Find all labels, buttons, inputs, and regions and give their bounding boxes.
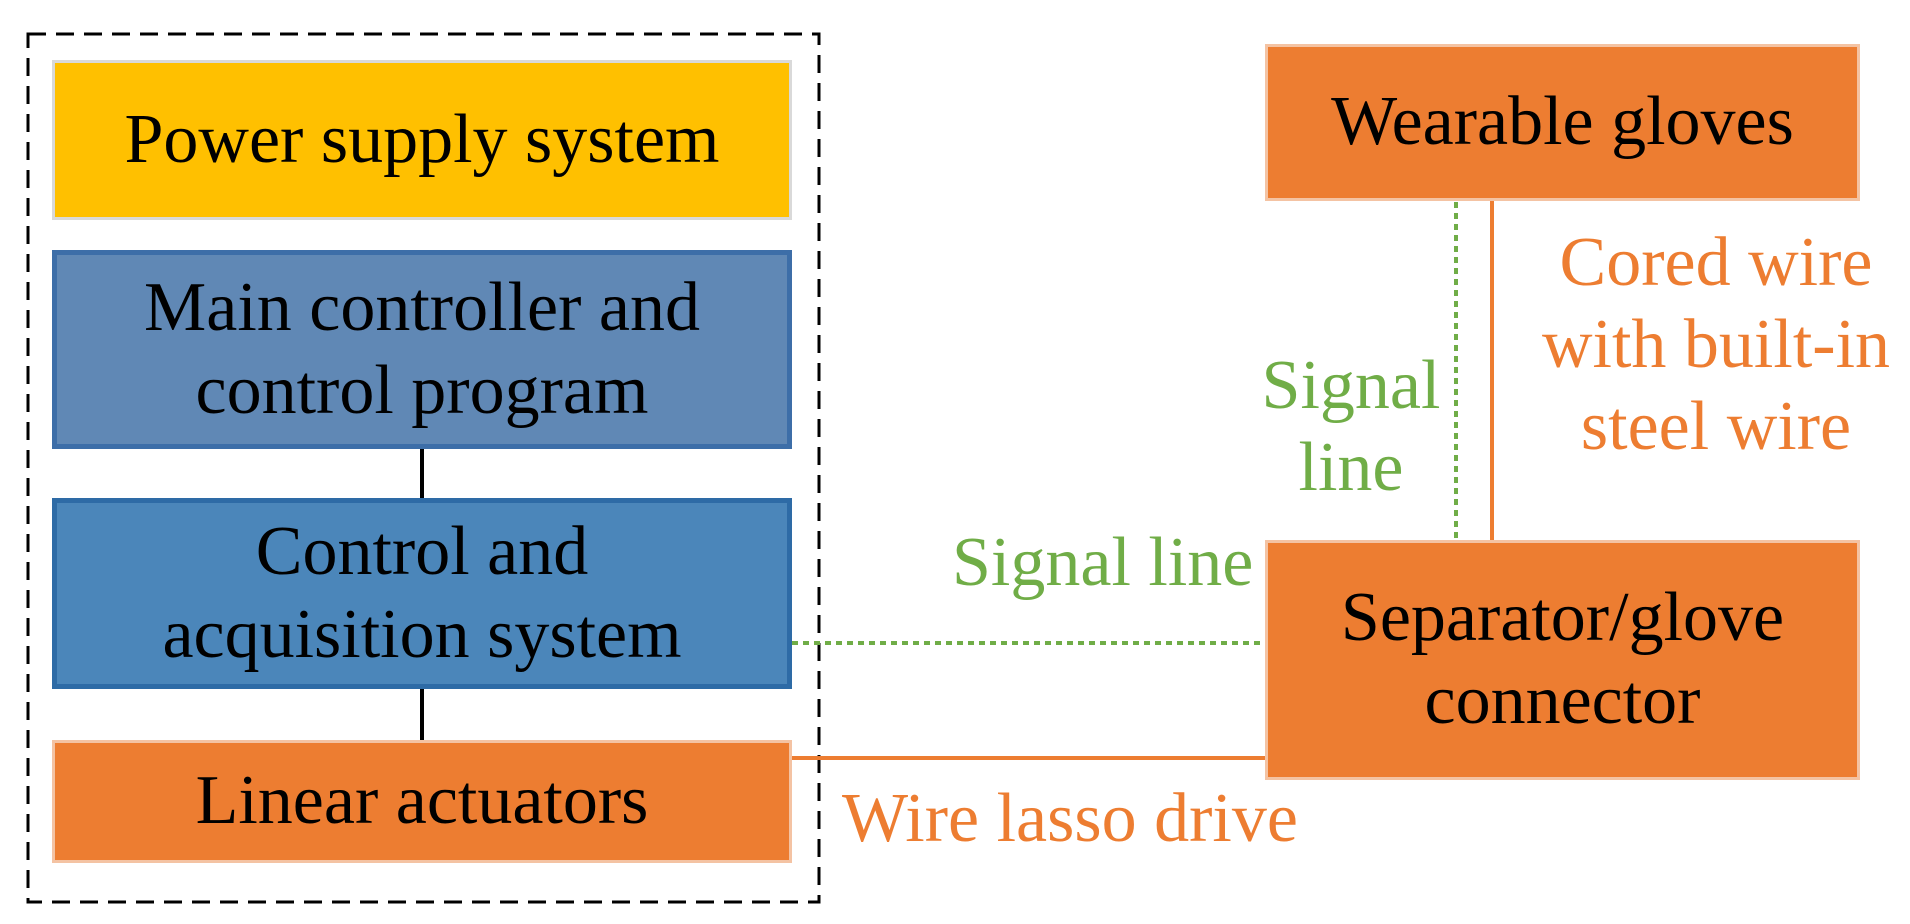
- main-controller-line-2: control program: [195, 351, 649, 429]
- cored-wire-label: Cored wire with built-in steel wire: [1522, 222, 1910, 468]
- cored-wire-text-2: with built-in: [1541, 305, 1891, 383]
- wearable-gloves-box: Wearable gloves: [1265, 44, 1860, 201]
- separator-connector-line-2: connector: [1424, 662, 1701, 739]
- control-acquisition-box: Control and acquisition system: [52, 498, 792, 689]
- main-controller-line-1: Main controller and: [144, 268, 700, 346]
- signal-line-vertical-text-1: Signal: [1261, 347, 1441, 424]
- separator-connector-line-1: Separator/glove: [1340, 579, 1785, 657]
- linear-actuators-box: Linear actuators: [52, 740, 792, 863]
- control-acquisition-line-1: Control and: [255, 512, 589, 590]
- controller-group-frame: [26, 32, 821, 904]
- main-controller-box: Main controller and control program: [52, 250, 792, 449]
- signal-line-vertical-text-2: line: [1298, 428, 1404, 506]
- signal-line-label-horizontal: Signal line: [952, 522, 1253, 604]
- wire-lasso-drive-label: Wire lasso drive: [842, 778, 1298, 860]
- separator-connector-box: Separator/glove connector: [1265, 540, 1860, 780]
- wearable-gloves-label: Wearable gloves: [1331, 83, 1794, 161]
- wire-lasso-drive-text: Wire lasso drive: [842, 780, 1298, 857]
- power-supply-label: Power supply system: [124, 100, 720, 178]
- power-supply-box: Power supply system: [52, 60, 792, 220]
- control-acquisition-line-2: acquisition system: [162, 595, 682, 673]
- cored-wire-text-1: Cored wire: [1559, 224, 1873, 301]
- cored-wire-text-3: steel wire: [1580, 387, 1852, 465]
- signal-line-horizontal-text: Signal line: [952, 524, 1254, 601]
- linear-actuators-label: Linear actuators: [195, 762, 649, 840]
- signal-line-label-vertical: Signal line: [1256, 345, 1446, 509]
